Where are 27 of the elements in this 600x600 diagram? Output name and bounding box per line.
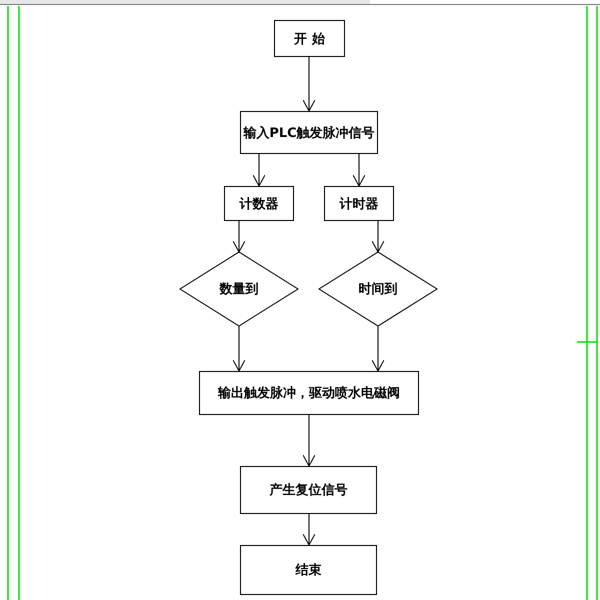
process-box xyxy=(240,111,378,154)
arrow xyxy=(232,220,246,252)
process-box xyxy=(324,186,394,221)
process-box xyxy=(240,466,377,514)
arrow xyxy=(372,220,384,252)
decision-diamond xyxy=(180,252,298,326)
node-label: 计时器 xyxy=(340,196,378,212)
arrow xyxy=(252,154,266,186)
arrow xyxy=(302,514,316,546)
arrow xyxy=(302,414,316,466)
node-label: 开 始 xyxy=(294,30,325,48)
arrow xyxy=(372,326,384,372)
node-label: 输出触发脉冲，驱动喷水电磁阀 xyxy=(218,384,400,402)
arrow xyxy=(352,154,366,186)
process-box xyxy=(224,186,294,221)
node-label: 计数器 xyxy=(240,196,278,212)
terminal-box xyxy=(240,545,377,595)
decision-diamond xyxy=(319,252,437,326)
node-label: 结束 xyxy=(296,562,322,579)
node-label: 数量到 xyxy=(220,281,258,298)
arrow xyxy=(302,56,316,112)
node-label: 时间到 xyxy=(358,281,398,298)
node-label: 产生复位信号 xyxy=(270,482,348,499)
arrow xyxy=(232,326,246,372)
terminal-box xyxy=(274,20,345,57)
node-label: 输入PLC触发脉冲信号 xyxy=(243,124,375,142)
process-box xyxy=(199,371,419,415)
